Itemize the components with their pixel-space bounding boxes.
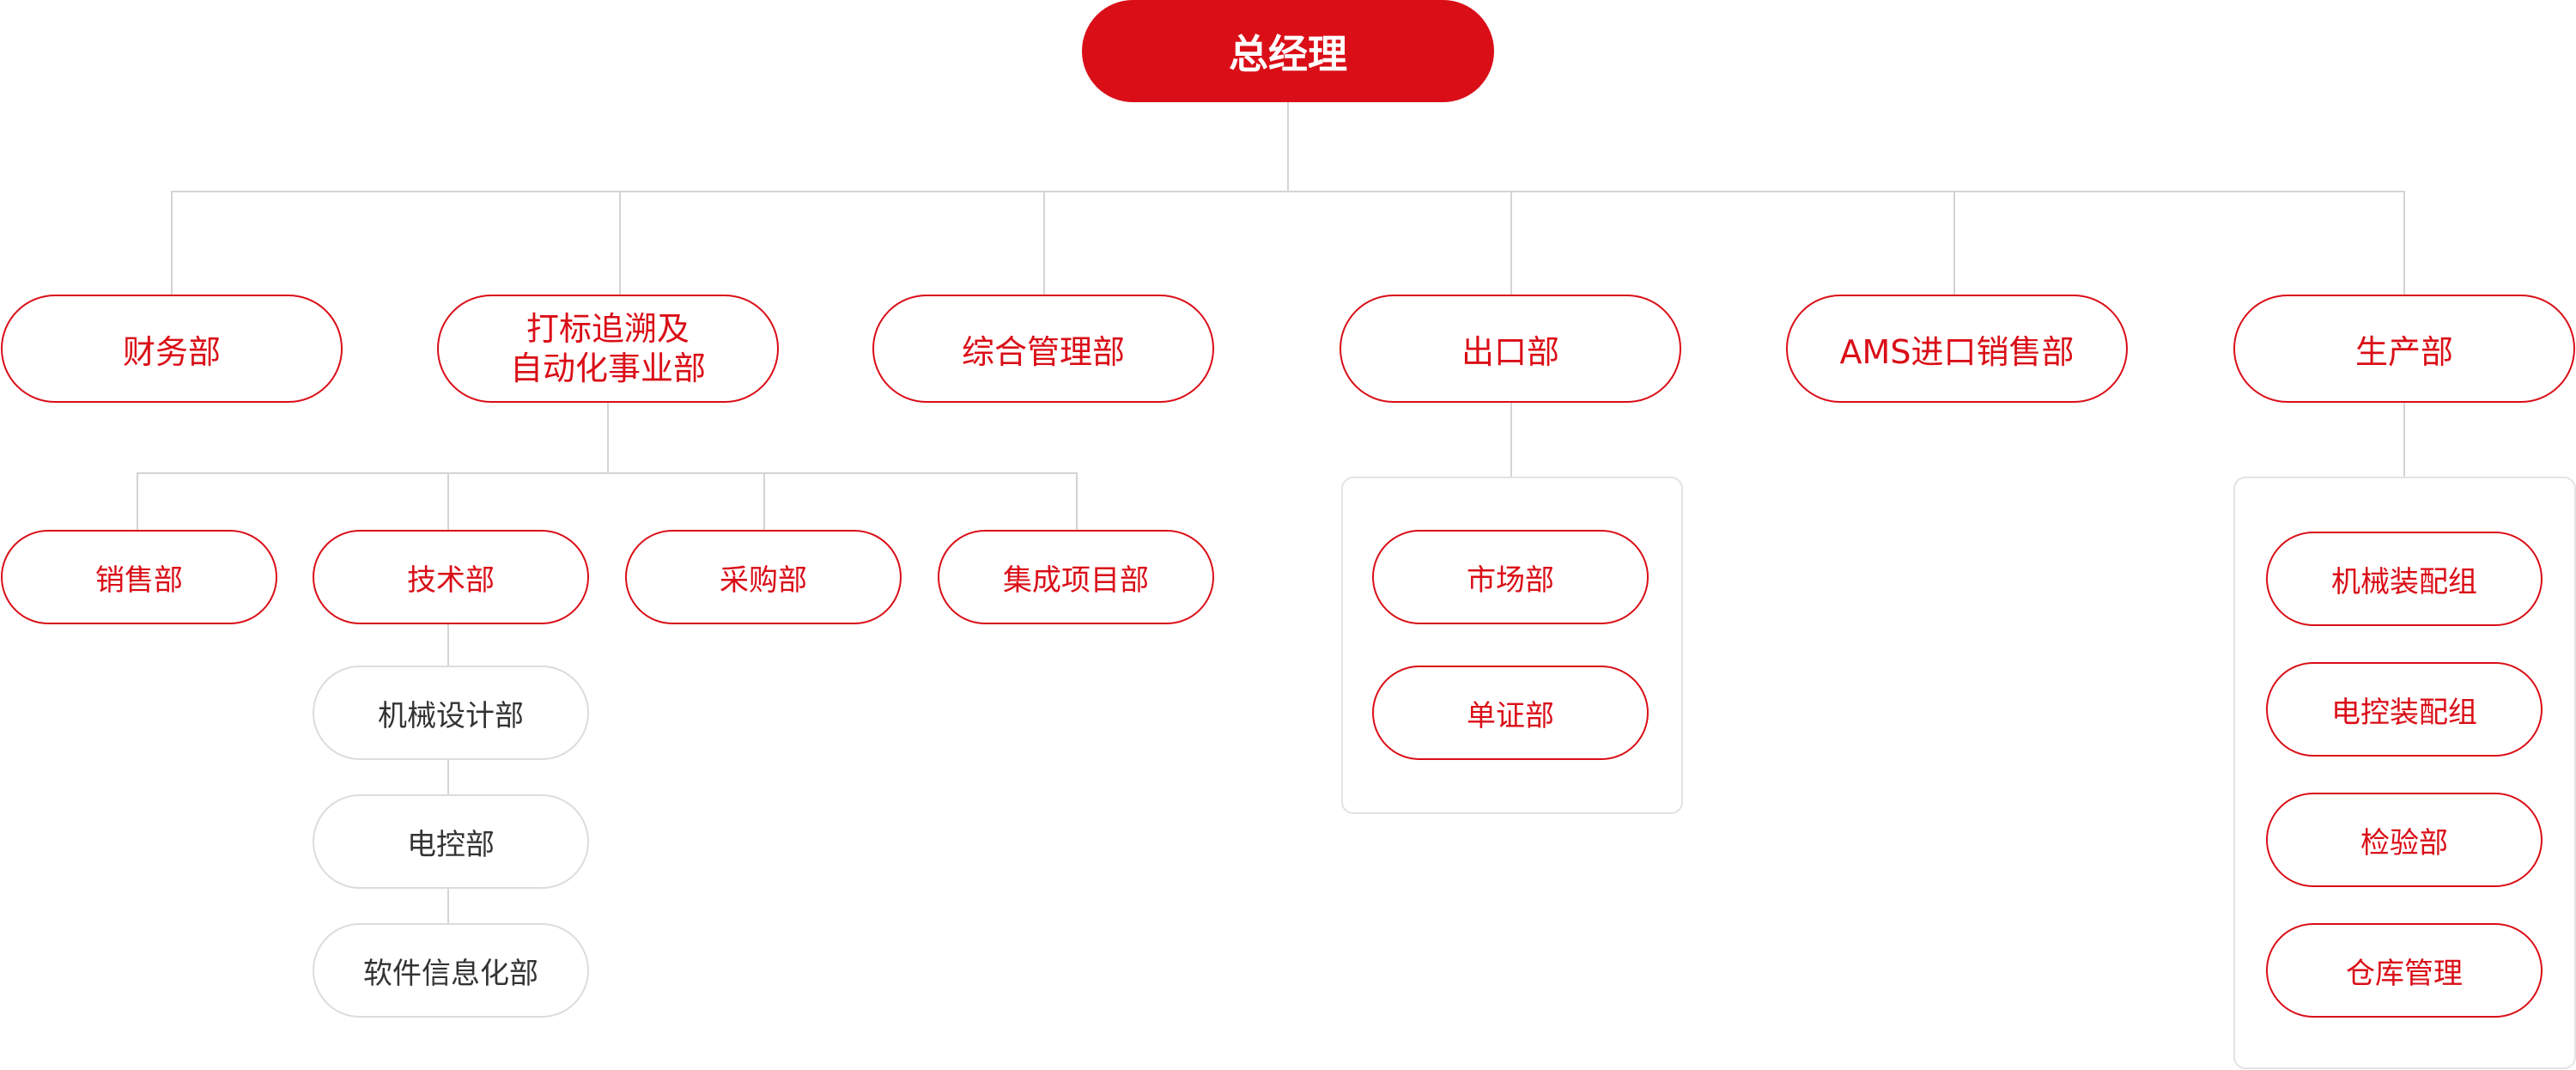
connector-marking-down (607, 402, 609, 473)
sub-inspection[interactable]: 检验部 (2266, 793, 2543, 887)
sub-mech-design-label: 机械设计部 (378, 698, 524, 733)
sub-mech-assembly-label: 机械装配组 (2331, 564, 2477, 599)
connector-sales (137, 472, 138, 531)
connector-marking (619, 191, 621, 295)
sub-warehouse-label: 仓库管理 (2346, 956, 2463, 991)
sub-integration[interactable]: 集成项目部 (938, 530, 1214, 624)
connector-export-down (1510, 402, 1512, 477)
sub-market[interactable]: 市场部 (1372, 530, 1649, 624)
dept-marking-label: 打标追溯及 自动化事业部 (510, 309, 706, 389)
connector-tech-chain-2 (447, 759, 449, 795)
connector-admin (1043, 191, 1045, 295)
connector-export (1510, 191, 1512, 295)
sub-documents[interactable]: 单证部 (1372, 666, 1649, 760)
dept-ams-label: AMS进口销售部 (1839, 332, 2075, 371)
connector-integration (1076, 472, 1078, 531)
sub-warehouse[interactable]: 仓库管理 (2266, 923, 2543, 1018)
export-group-box (1341, 477, 1683, 814)
dept-admin-label: 综合管理部 (961, 332, 1125, 371)
sub-purchase-label: 采购部 (720, 562, 807, 598)
dept-marking-automation[interactable]: 打标追溯及 自动化事业部 (437, 295, 779, 403)
sub-sales-label: 销售部 (95, 562, 183, 598)
sub-electric-control-label: 电控部 (407, 827, 495, 862)
connector-marking-bus (137, 472, 1077, 474)
dept-ams-import-sales[interactable]: AMS进口销售部 (1786, 295, 2128, 403)
sub-documents-label: 单证部 (1467, 698, 1554, 733)
sub-elec-assembly[interactable]: 电控装配组 (2266, 662, 2543, 757)
sub-inspection-label: 检验部 (2360, 825, 2448, 860)
dept-export-label: 出口部 (1461, 332, 1559, 371)
dept-export[interactable]: 出口部 (1340, 295, 1681, 403)
connector-tech-chain-3 (447, 888, 449, 924)
sub-tech-label: 技术部 (407, 562, 495, 598)
dept-finance[interactable]: 财务部 (1, 295, 343, 403)
sub-electric-control[interactable]: 电控部 (313, 794, 589, 889)
root-label: 总经理 (1229, 30, 1347, 77)
connector-ams (1953, 191, 1955, 295)
connector-tech-chain-1 (447, 623, 449, 666)
connector-root-down (1287, 101, 1289, 192)
dept-marking-label-line2: 自动化事业部 (509, 350, 706, 387)
connector-departments-bus (171, 191, 2404, 192)
dept-production-label: 生产部 (2354, 332, 2453, 371)
sub-purchase[interactable]: 采购部 (625, 530, 902, 624)
sub-software-label: 软件信息化部 (363, 956, 538, 991)
connector-purchase (763, 472, 765, 531)
sub-elec-assembly-label: 电控装配组 (2331, 695, 2477, 730)
dept-marking-label-line1: 打标追溯及 (526, 309, 690, 348)
root-general-manager[interactable]: 总经理 (1082, 0, 1494, 102)
connector-tech (447, 472, 449, 531)
dept-production[interactable]: 生产部 (2233, 295, 2575, 403)
sub-mech-design[interactable]: 机械设计部 (313, 666, 589, 760)
sub-sales[interactable]: 销售部 (1, 530, 277, 624)
sub-software-informatization[interactable]: 软件信息化部 (313, 923, 589, 1018)
sub-tech[interactable]: 技术部 (313, 530, 589, 624)
sub-market-label: 市场部 (1467, 562, 1554, 598)
dept-finance-label: 财务部 (122, 332, 221, 371)
sub-mech-assembly[interactable]: 机械装配组 (2266, 532, 2543, 626)
connector-production (2403, 191, 2405, 295)
connector-production-down (2403, 402, 2405, 477)
sub-integration-label: 集成项目部 (1003, 562, 1149, 598)
connector-finance (171, 191, 173, 295)
dept-admin[interactable]: 综合管理部 (872, 295, 1214, 403)
